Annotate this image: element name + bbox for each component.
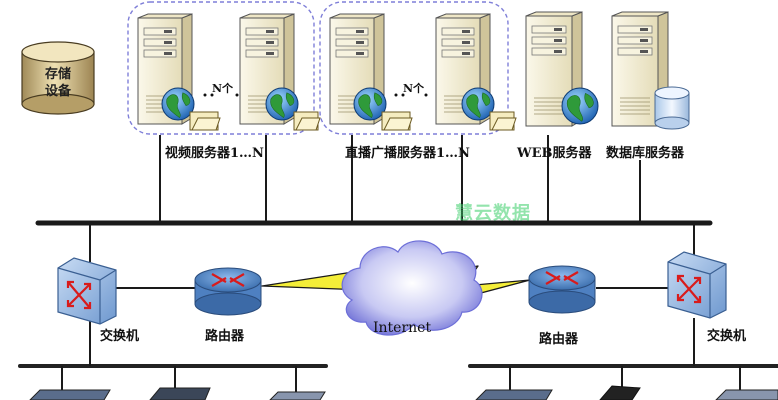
switch-icon bbox=[667, 251, 727, 319]
globe-icon bbox=[161, 87, 195, 121]
watermark: 慧云数据 bbox=[455, 203, 531, 224]
video-servers-label: 视频服务器1…N bbox=[165, 146, 264, 161]
right-router-label: 路由器 bbox=[539, 332, 579, 347]
live-servers-label: 直播广播服务器1…N bbox=[345, 146, 470, 161]
folder-icons bbox=[189, 111, 517, 131]
database-icon bbox=[654, 86, 690, 130]
globe-icon bbox=[353, 87, 387, 121]
switch-icon bbox=[57, 257, 117, 325]
left-router-label: 路由器 bbox=[205, 329, 245, 344]
router-icon bbox=[528, 265, 596, 314]
internet-label: Internet bbox=[373, 320, 432, 336]
right-switch-label: 交换机 bbox=[707, 329, 747, 344]
storage-label-line1: 存储 bbox=[44, 67, 71, 82]
globe-icon bbox=[461, 87, 495, 121]
bottom-devices bbox=[29, 385, 778, 400]
storage-label: 存储 设备 bbox=[36, 66, 80, 100]
live-n-count-label: N个 bbox=[403, 82, 425, 95]
video-server-n-icon bbox=[239, 13, 295, 125]
video-n-count-label: N个 bbox=[212, 82, 234, 95]
globe-icons bbox=[161, 87, 599, 125]
globe-icon bbox=[561, 87, 599, 125]
storage-label-line2: 设备 bbox=[44, 84, 71, 99]
live-server-group-box bbox=[319, 1, 509, 135]
video-server-group-box bbox=[127, 1, 315, 135]
storage-cylinder-icon bbox=[21, 41, 95, 115]
web-server-label: WEB服务器 bbox=[517, 146, 592, 161]
globe-icon bbox=[265, 87, 299, 121]
video-server-1-icon bbox=[137, 13, 193, 125]
live-server-n-icon bbox=[435, 13, 491, 125]
ellipsis-dots bbox=[203, 93, 428, 97]
db-server-label: 数据库服务器 bbox=[606, 146, 685, 161]
router-icon bbox=[194, 267, 262, 316]
left-switch-label: 交换机 bbox=[100, 329, 140, 344]
internet-cloud-icon bbox=[341, 240, 483, 336]
